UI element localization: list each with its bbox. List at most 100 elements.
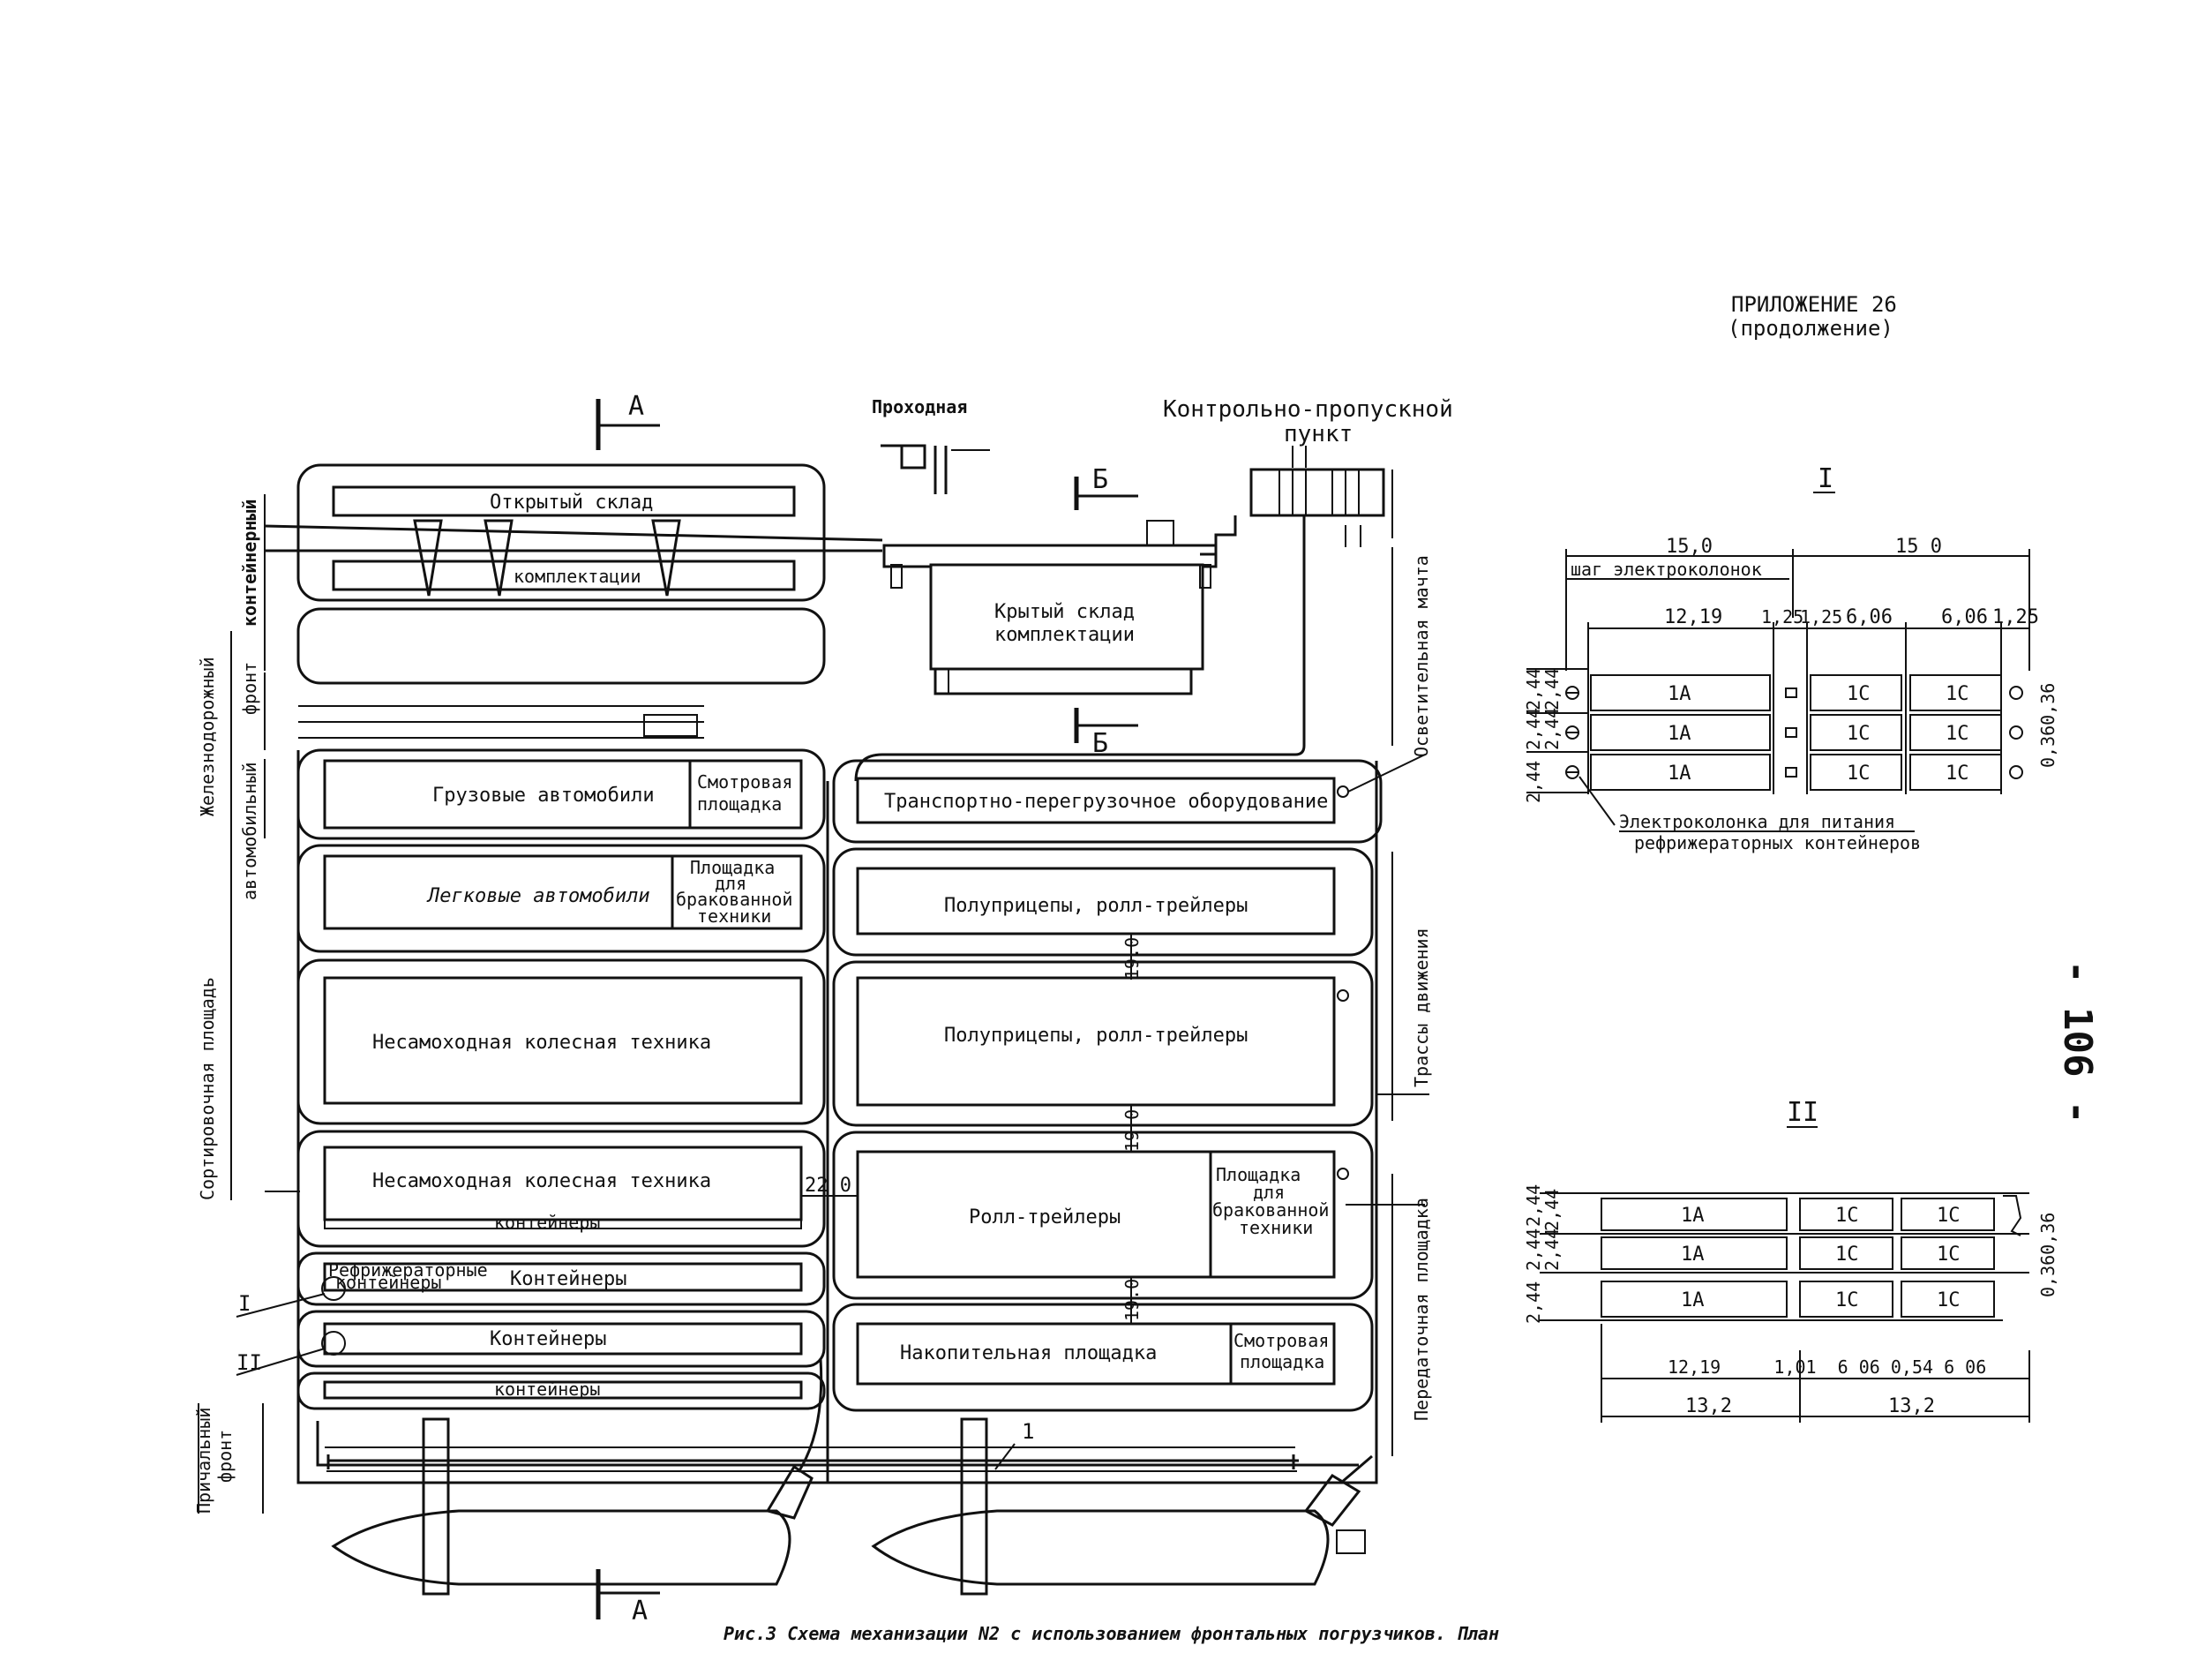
label-berth-2: фронт: [214, 1430, 236, 1483]
detail-II-cell-1: 1A: [1681, 1205, 1705, 1227]
detail-I-cell-6: 1C: [1946, 723, 1969, 745]
defect-2c-label: бракованной: [1212, 1199, 1329, 1221]
semi-2-label: Полуприцепы, ролл-трейлеры: [944, 1025, 1248, 1047]
section-mark-a-bottom: А: [596, 1569, 660, 1627]
detail-I-125c: 1,25: [1992, 606, 2039, 628]
detail-I-cell-1: 1A: [1668, 683, 1691, 705]
detail-II-cell-8: 1C: [1835, 1289, 1859, 1311]
detail-I-606b: 6,06: [1941, 606, 1988, 628]
left-labels: Железнодорожный контейнерный фронт автом…: [193, 494, 326, 1514]
label-lighting-mast: Осветительная мачта: [1411, 555, 1432, 757]
label-sorting: Сортировочная площадь: [197, 977, 218, 1200]
defect-1b-label: для: [715, 873, 746, 894]
detail-II-132b: 13,2: [1888, 1395, 1935, 1417]
detail-I-cell-3: 1C: [1946, 683, 1969, 705]
containers-1-label: контейнеры: [494, 1212, 600, 1233]
containers-4-label: контейнеры: [494, 1379, 600, 1400]
zone-roll: Ролл-трейлеры Площадка для бракованной т…: [832, 1131, 1374, 1300]
figure-caption: Рис.3 Схема механизации N2 с использован…: [724, 1623, 1499, 1644]
checkpoint-main-label-2: пункт: [1284, 421, 1353, 447]
label-traffic-routes: Трассы движения: [1411, 928, 1432, 1087]
label-container-front-2: контейнерный: [239, 500, 260, 627]
detail-I-1219: 12,19: [1664, 606, 1722, 628]
detail-II-cell-6: 1C: [1937, 1243, 1961, 1266]
appendix-title: ПРИЛОЖЕНИЕ 26: [1731, 292, 1897, 317]
detail-I-dim-15b: 15 0: [1895, 536, 1942, 558]
page-number: - 106 -: [2055, 960, 2100, 1123]
zone-semi-2: Полуприцепы, ролл-трейлеры: [832, 960, 1374, 1127]
ship-1: [331, 1358, 823, 1596]
inspection-2b-label: площадка: [1240, 1351, 1324, 1372]
label-rail-front: фронт: [239, 662, 260, 715]
zone-trucks: Грузовые автомобили Смотровая площадка: [296, 748, 826, 840]
detail-II-cell-2: 1C: [1835, 1205, 1859, 1227]
label-container-front-1: Железнодорожный: [197, 657, 218, 816]
reefer-1-label: Рефрижераторные: [328, 1259, 488, 1281]
section-b-bottom-label: Б: [1092, 728, 1108, 759]
detail-II-left-244-e: 2,44: [1523, 1281, 1544, 1324]
covered-warehouse-label-2: комплектации: [994, 624, 1135, 646]
detail-I-left-244-e: 2,44: [1523, 761, 1544, 803]
detail-I-step-label: шаг электроколонок: [1571, 559, 1762, 580]
detail-I-cell-2: 1C: [1847, 683, 1871, 705]
detail-II-132a: 13,2: [1685, 1395, 1732, 1417]
zone-wheeled-1: Несамоходная колесная техника: [296, 958, 826, 1125]
detail-II-cell-9: 1C: [1937, 1289, 1961, 1311]
detail-I-cell-8: 1C: [1847, 763, 1871, 785]
detail-I-cell-4: 1A: [1668, 723, 1691, 745]
section-a-bottom-label: А: [632, 1596, 648, 1627]
detail-II-left-244-a: 2,44: [1523, 1184, 1544, 1227]
defect-1-label: Площадка: [690, 857, 775, 878]
detail-I-606a: 6,06: [1846, 606, 1893, 628]
section-b-top-label: Б: [1092, 464, 1108, 495]
quay-roads: [296, 750, 1378, 1484]
right-labels: Осветительная мачта Трассы движения Пере…: [1346, 547, 1432, 1456]
inspection-1b-label: площадка: [697, 793, 782, 815]
electro-column-icons: [1565, 686, 2023, 779]
section-a-top-label: А: [628, 391, 644, 422]
detail-II-left-244-c: 2,44: [1523, 1228, 1544, 1271]
ref-I: I: [238, 1291, 251, 1316]
open-warehouse-label-2: комплектации: [514, 566, 641, 587]
detail-II-bottom-dims: 12,19 1,01 6 06 0,54 6 06: [1668, 1356, 1986, 1378]
defect-2d-label: техники: [1239, 1217, 1313, 1238]
inspection-2-label: Смотровая: [1233, 1330, 1329, 1351]
defect-2b-label: для: [1253, 1182, 1285, 1203]
detail-II-left-244-b: 2,44: [1541, 1189, 1563, 1231]
detail-I-left-244-d: 2,44: [1541, 708, 1563, 750]
reefer-2-label: контейнеры: [335, 1272, 441, 1293]
wheeled-1-label: Несамоходная колесная техника: [372, 1032, 711, 1054]
defect-1c-label: бракованной: [676, 889, 792, 910]
detail-I-left-244-c: 2,44: [1523, 708, 1544, 750]
detail-I-cell-5: 1C: [1847, 723, 1871, 745]
trucks-label: Грузовые автомобили: [432, 785, 655, 807]
detail-II-cell-3: 1C: [1937, 1205, 1961, 1227]
detail-II: II 1A 1C 1C 1A 1C 1C 1A 1C 1C 2,44 2,44 …: [1523, 1097, 2058, 1423]
detail-II-cell-4: 1A: [1681, 1243, 1705, 1266]
access-road: [826, 515, 1306, 1483]
rail-tracks: [296, 607, 826, 739]
semi-1-label: Полуприцепы, ролл-трейлеры: [944, 895, 1248, 917]
zone-containers-bottom: контейнеры: [296, 1371, 826, 1410]
roll-label: Ролл-трейлеры: [969, 1206, 1121, 1228]
detail-I-title: I: [1818, 463, 1833, 494]
inspection-1-label: Смотровая: [697, 771, 792, 793]
defect-1d-label: техники: [697, 905, 771, 927]
label-transfer-area: Передаточная площадка: [1411, 1198, 1432, 1421]
detail-I-right-dim: 0,360,36: [2037, 683, 2058, 768]
storage-label: Накопительная площадка: [900, 1342, 1157, 1364]
section-mark-a-top: А: [596, 391, 660, 450]
zone-transport: Транспортно-перегрузочное оборудование: [832, 759, 1383, 844]
detail-I-row-1: 1A 1C 1C: [1590, 674, 2002, 711]
checkpoint-main-label-1: Контрольно-пропускной: [1163, 396, 1453, 423]
containers-3-label: Контейнеры: [490, 1328, 606, 1350]
detail-II-right-dim: 0,360,36: [2037, 1213, 2058, 1297]
detail-I-note-2: рефрижераторных контейнеров: [1634, 832, 1921, 853]
checkpoint-small-label: Проходная: [872, 396, 967, 417]
section-mark-b-bottom: Б: [1074, 708, 1138, 759]
appendix-continuation: (продолжение): [1728, 316, 1893, 341]
wheeled-2-label: Несамоходная колесная техника: [372, 1170, 711, 1192]
zone-containers: Контейнеры: [296, 1310, 826, 1368]
zone-storage: Накопительная площадка Смотровая площадк…: [832, 1303, 1374, 1412]
